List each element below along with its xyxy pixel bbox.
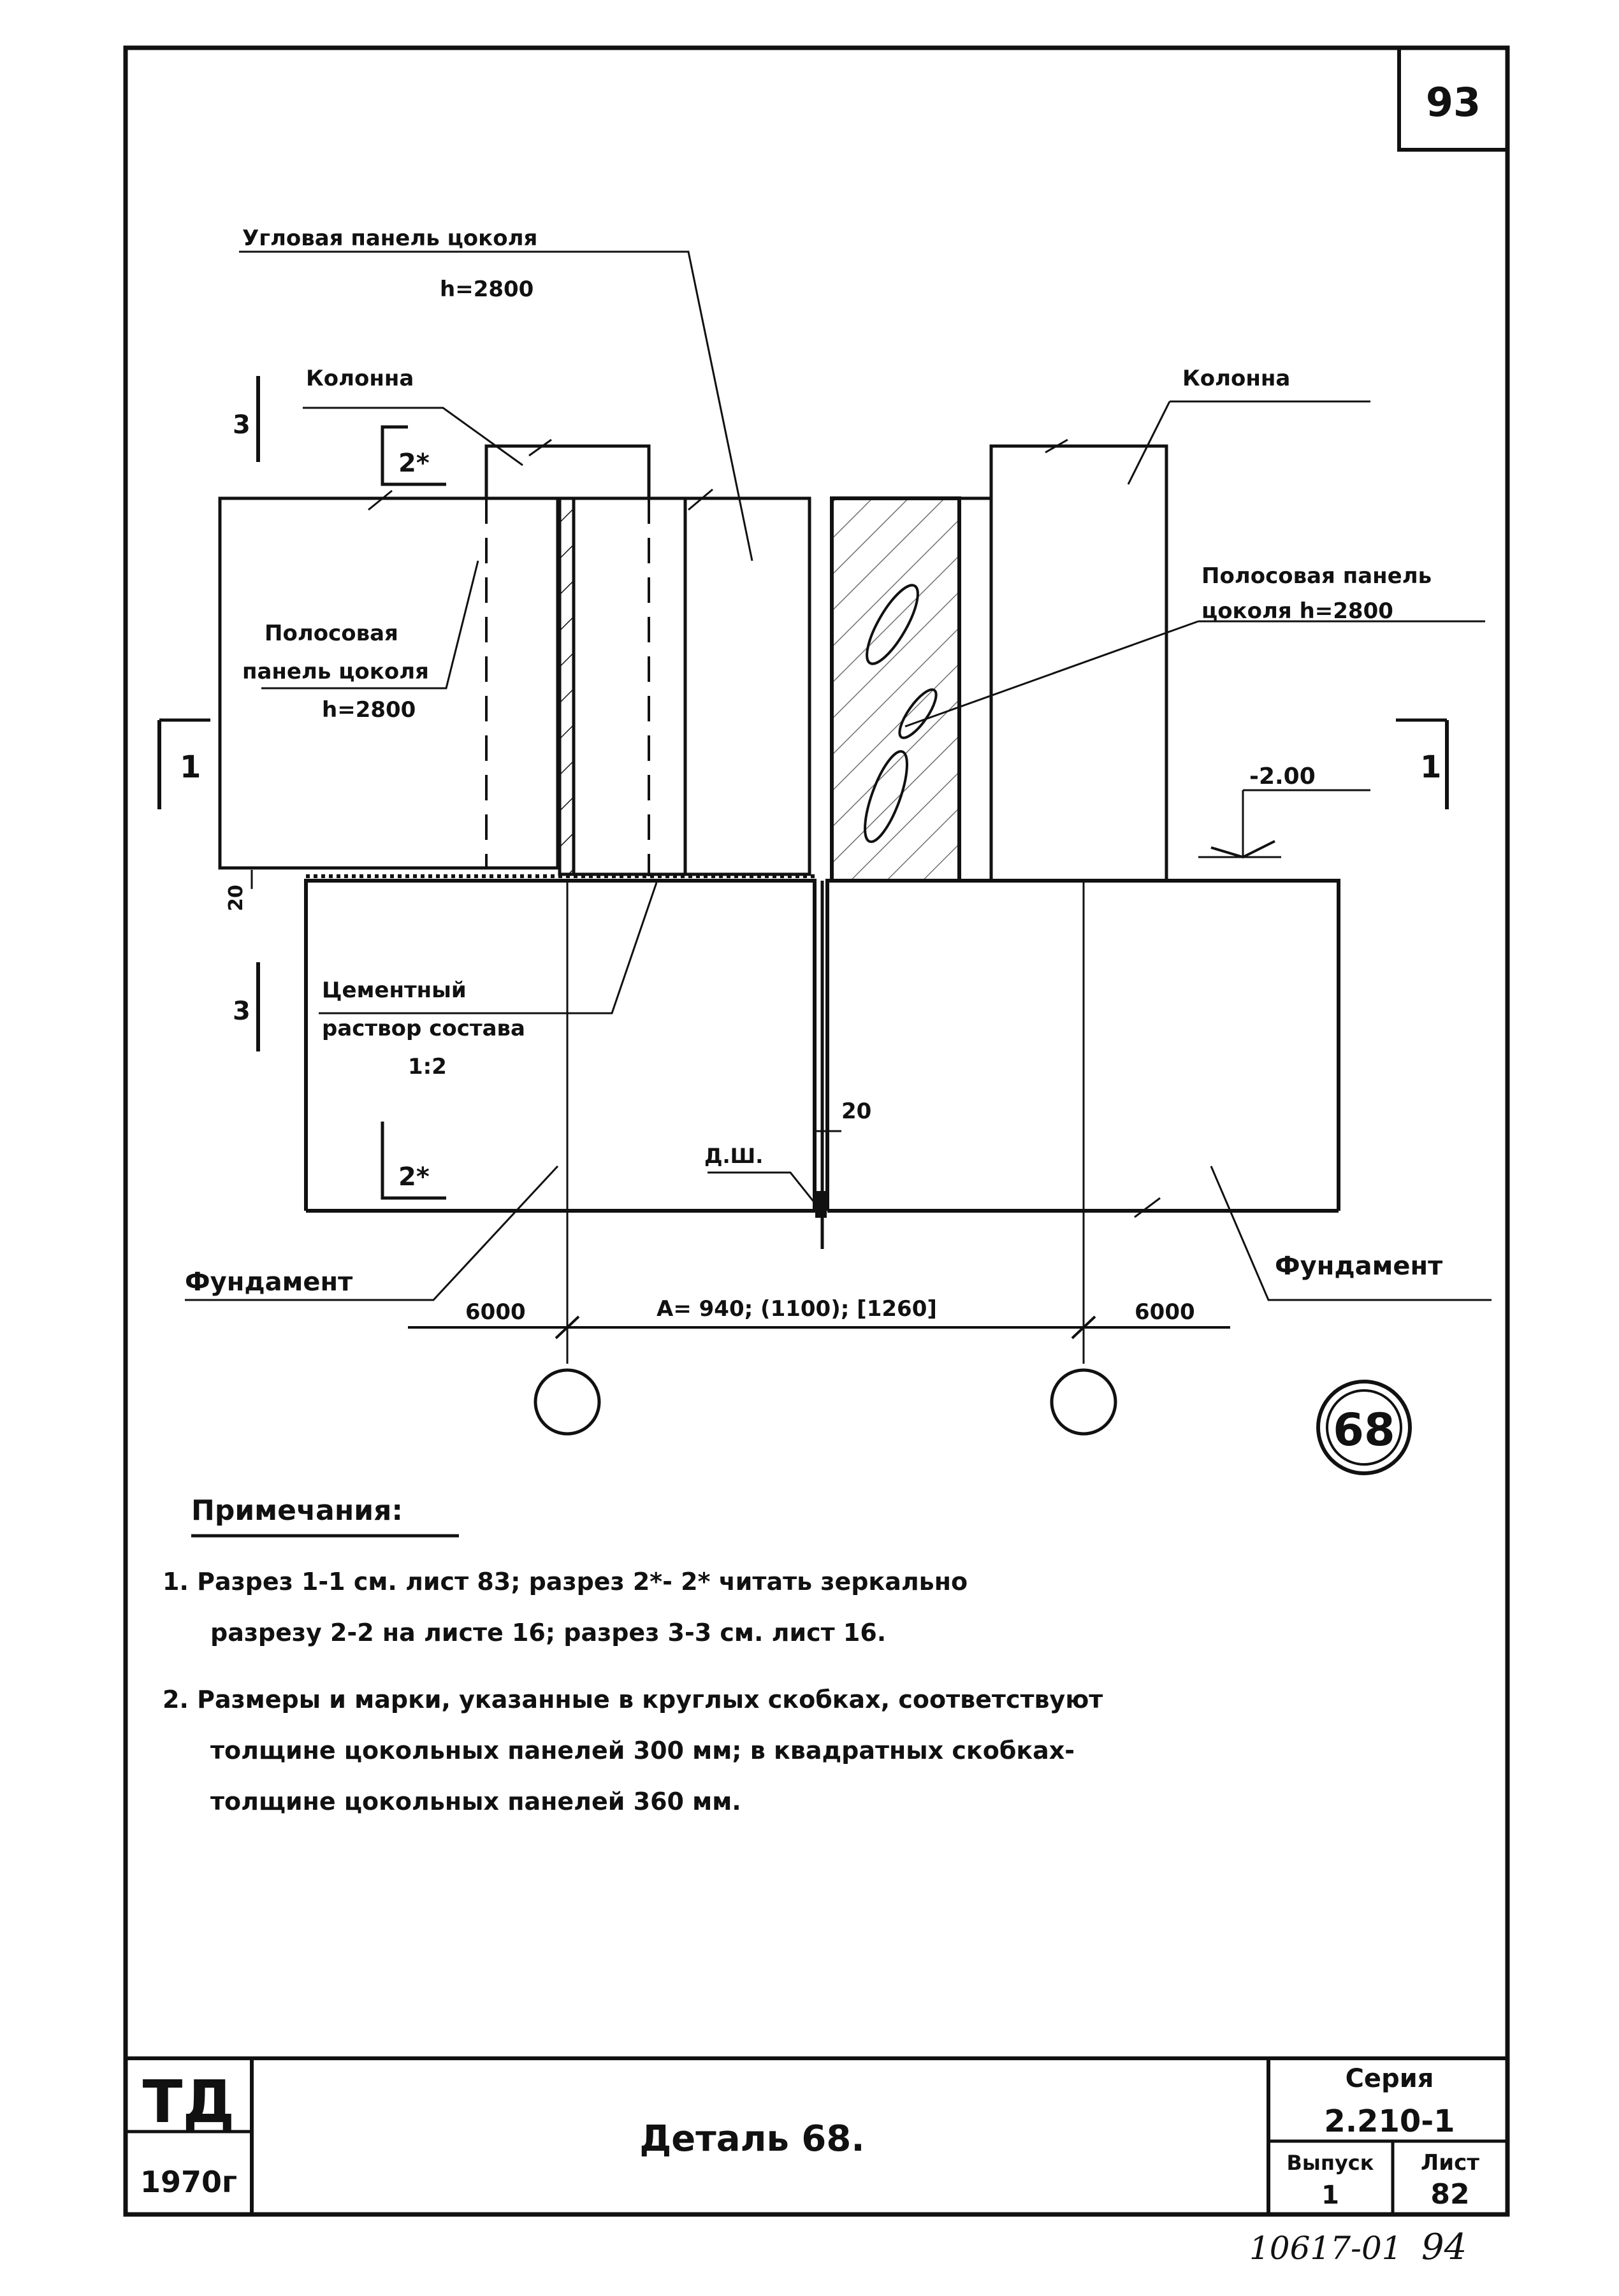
title-block-text: ТД 1970г Деталь 68. Серия 2.210-1 Выпуск… (140, 2064, 1479, 2211)
section-mark-1-left: 1 (180, 749, 201, 785)
mortar-label-1: Цементный (322, 978, 467, 1003)
year: 1970г (140, 2165, 237, 2199)
foundation-block-left (304, 879, 817, 1211)
note-2-line-3: толщине цокольных панелей 360 мм. (210, 1787, 741, 1816)
corner-panel (683, 496, 811, 876)
section-mark-1-right: 1 (1420, 749, 1441, 785)
span-center: А= 940; (1100); [1260] (657, 1296, 937, 1322)
detail-drawing (157, 250, 1492, 1436)
issue-label: Выпуск (1287, 2151, 1374, 2175)
foundation-right-label: Фундамент (1275, 1252, 1443, 1281)
hatched-panel (830, 496, 961, 883)
title-block (126, 2056, 1507, 2214)
strip-panel-left-label-3: h=2800 (322, 697, 416, 723)
sheet-number: 93 (1426, 79, 1481, 126)
axis-bubble-left (534, 1368, 601, 1436)
span-right: 6000 (1135, 1299, 1195, 1325)
column-right-label: Колонна (1182, 366, 1290, 391)
middle-panel (572, 496, 811, 876)
doc-code: 10617-01 (1249, 2230, 1402, 2267)
org-mark: ТД (143, 2068, 235, 2136)
notes-title: Примечания: (191, 1494, 403, 1527)
joint-strip (558, 496, 576, 876)
section-mark-3-bottom: 3 (233, 997, 250, 1026)
dim-20-vertical: 20 (225, 884, 247, 911)
strip-panel-right-label-2: цоколя h=2800 (1202, 598, 1393, 624)
series-value: 2.210-1 (1324, 2104, 1455, 2139)
span-left: 6000 (465, 1299, 526, 1325)
sheet-label: Лист (1421, 2150, 1479, 2176)
strip-panel-left (218, 496, 560, 870)
mortar-label-3: 1:2 (408, 1054, 447, 1079)
section-mark-2-bottom: 2* (398, 1162, 430, 1192)
foundation-left-label: Фундамент (185, 1267, 353, 1297)
joint-mark: Д.Ш. (704, 1144, 763, 1168)
section-mark-2-top: 2* (398, 449, 430, 478)
column-left-label: Колонна (306, 366, 414, 391)
mortar-label-2: раствор состава (322, 1016, 525, 1041)
level-label: -2.00 (1249, 763, 1316, 790)
strip-panel-left-label-2: панель цоколя (242, 659, 429, 684)
handwritten-page: 94 (1421, 2227, 1467, 2268)
strip-panel-right-label-1: Полосовая панель (1202, 563, 1432, 589)
detail-number: 68 (1333, 1404, 1395, 1456)
note-2-line-1: 2. Размеры и марки, указанные в круглых … (163, 1686, 1103, 1714)
section-mark-3-top: 3 (233, 410, 250, 440)
sheet-number-box: 93 (1397, 46, 1509, 152)
handwritten-marks: 10617-01 94 (1249, 2227, 1467, 2268)
column-left (484, 444, 651, 500)
sheet-frame (123, 45, 1510, 2217)
drawing-title: Деталь 68. (639, 2118, 864, 2160)
note-1-line-2: разрезу 2-2 на листе 16; разрез 3-3 см. … (210, 1619, 886, 1647)
note-2-line-2: толщине цокольных панелей 300 мм; в квад… (210, 1736, 1075, 1765)
corner-panel-height: h=2800 (440, 277, 534, 302)
strip-panel-left-label-1: Полосовая (265, 621, 398, 646)
labels: Угловая панель цоколя h=2800 Колонна Кол… (180, 226, 1443, 1325)
notes: Примечания: 1. Разрез 1-1 см. лист 83; р… (163, 1494, 1103, 1816)
detail-number-bubble: 68 (1316, 1380, 1412, 1475)
note-1-line-1: 1. Разрез 1-1 см. лист 83; разрез 2*- 2*… (163, 1568, 968, 1596)
issue-value: 1 (1321, 2181, 1339, 2210)
corner-panel-label: Угловая панель цоколя (242, 226, 537, 251)
axis-bubble-right (1050, 1368, 1117, 1436)
dim-20-gap: 20 (841, 1099, 871, 1124)
sheet-value: 82 (1430, 2178, 1469, 2211)
series-label: Серия (1346, 2064, 1434, 2093)
